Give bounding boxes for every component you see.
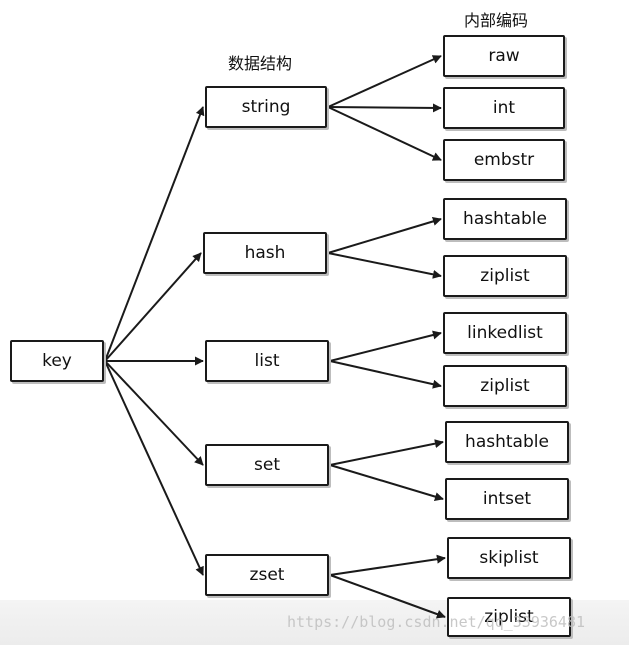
arrow-key-to-zset [104, 360, 204, 576]
node-zset-label: zset [249, 565, 285, 585]
node-zset-ziplist: ziplist [447, 597, 571, 637]
arrow-list-to-linkedlist [329, 330, 442, 362]
node-set-hashtable: hashtable [445, 421, 569, 463]
arrow-string-to-raw [327, 55, 442, 108]
node-linkedlist-label: linkedlist [467, 323, 543, 343]
node-list-ziplist: ziplist [443, 365, 567, 407]
node-set: set [205, 444, 329, 486]
arrow-string-to-int [327, 103, 442, 113]
watermark-text: https://blog.csdn.net/qq_33936481 [287, 613, 586, 631]
node-embstr-label: embstr [473, 150, 535, 170]
node-raw: raw [443, 35, 565, 77]
arrow-set-to-intset [329, 464, 444, 501]
node-string-label: string [241, 97, 291, 117]
node-list: list [205, 340, 329, 382]
node-hash-label: hash [244, 243, 286, 263]
node-hash-hashtable: hashtable [443, 198, 567, 240]
node-key: key [10, 340, 104, 382]
node-string: string [205, 86, 327, 128]
node-list-label: list [254, 351, 280, 371]
node-hash-hashtable-label: hashtable [463, 209, 547, 229]
node-linkedlist: linkedlist [443, 312, 567, 354]
node-zset: zset [205, 554, 329, 596]
arrow-key-to-hash [104, 252, 202, 362]
arrow-list-to-list_ziplist [329, 360, 442, 389]
node-skiplist: skiplist [447, 537, 571, 579]
arrow-zset-to-skiplist [329, 554, 446, 576]
heading-internal-encodings: 内部编码 [464, 11, 529, 30]
node-list-ziplist-label: ziplist [480, 376, 530, 396]
node-raw-label: raw [488, 46, 520, 66]
node-skiplist-label: skiplist [479, 548, 539, 568]
node-hash-ziplist-label: ziplist [480, 266, 530, 286]
node-set-label: set [254, 455, 280, 475]
arrow-hash-to-hash_hashtable [327, 217, 442, 254]
node-intset-label: intset [482, 489, 532, 509]
node-hash-ziplist: ziplist [443, 255, 567, 297]
node-zset-ziplist-label: ziplist [484, 607, 534, 627]
node-intset: intset [445, 478, 569, 520]
arrow-zset-to-zset_ziplist [329, 574, 446, 619]
arrow-key-to-set [104, 360, 204, 466]
arrow-hash-to-hash_ziplist [327, 252, 442, 279]
node-int-label: int [492, 98, 516, 118]
arrow-key-to-string [104, 106, 205, 362]
node-embstr: embstr [443, 139, 565, 181]
node-hash: hash [203, 232, 327, 274]
node-set-hashtable-label: hashtable [465, 432, 549, 452]
node-int: int [443, 87, 565, 129]
heading-data-structures: 数据结构 [228, 54, 293, 73]
node-key-label: key [42, 351, 72, 371]
arrow-set-to-set_hashtable [329, 439, 444, 466]
arrow-string-to-embstr [327, 106, 442, 161]
